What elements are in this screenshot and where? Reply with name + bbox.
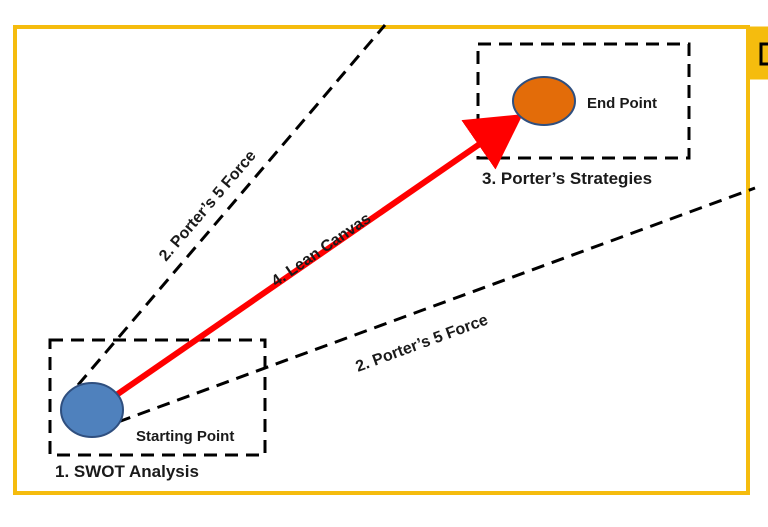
start-dashed-box	[48, 338, 267, 457]
upper-path-label: 2. Porter’s 5 Force	[156, 147, 260, 264]
upper-dashed-path	[76, 24, 387, 386]
end-node	[512, 76, 576, 126]
end-box-label: 3. Porter’s Strategies	[482, 169, 652, 188]
offscreen-box-inner	[759, 42, 768, 66]
start-node	[60, 382, 124, 438]
end-dashed-box	[476, 42, 691, 160]
offscreen-box-edge	[747, 26, 768, 80]
lean-canvas-arrow	[110, 114, 523, 401]
end-point-label: End Point	[587, 95, 657, 112]
lower-dashed-path	[117, 186, 756, 424]
start-box-label: 1. SWOT Analysis	[55, 462, 199, 481]
lower-path-label: 2. Porter’s 5 Force	[354, 312, 491, 376]
arrow-label: 4. Lean Canvas	[269, 210, 375, 290]
start-point-label: Starting Point	[136, 428, 234, 445]
